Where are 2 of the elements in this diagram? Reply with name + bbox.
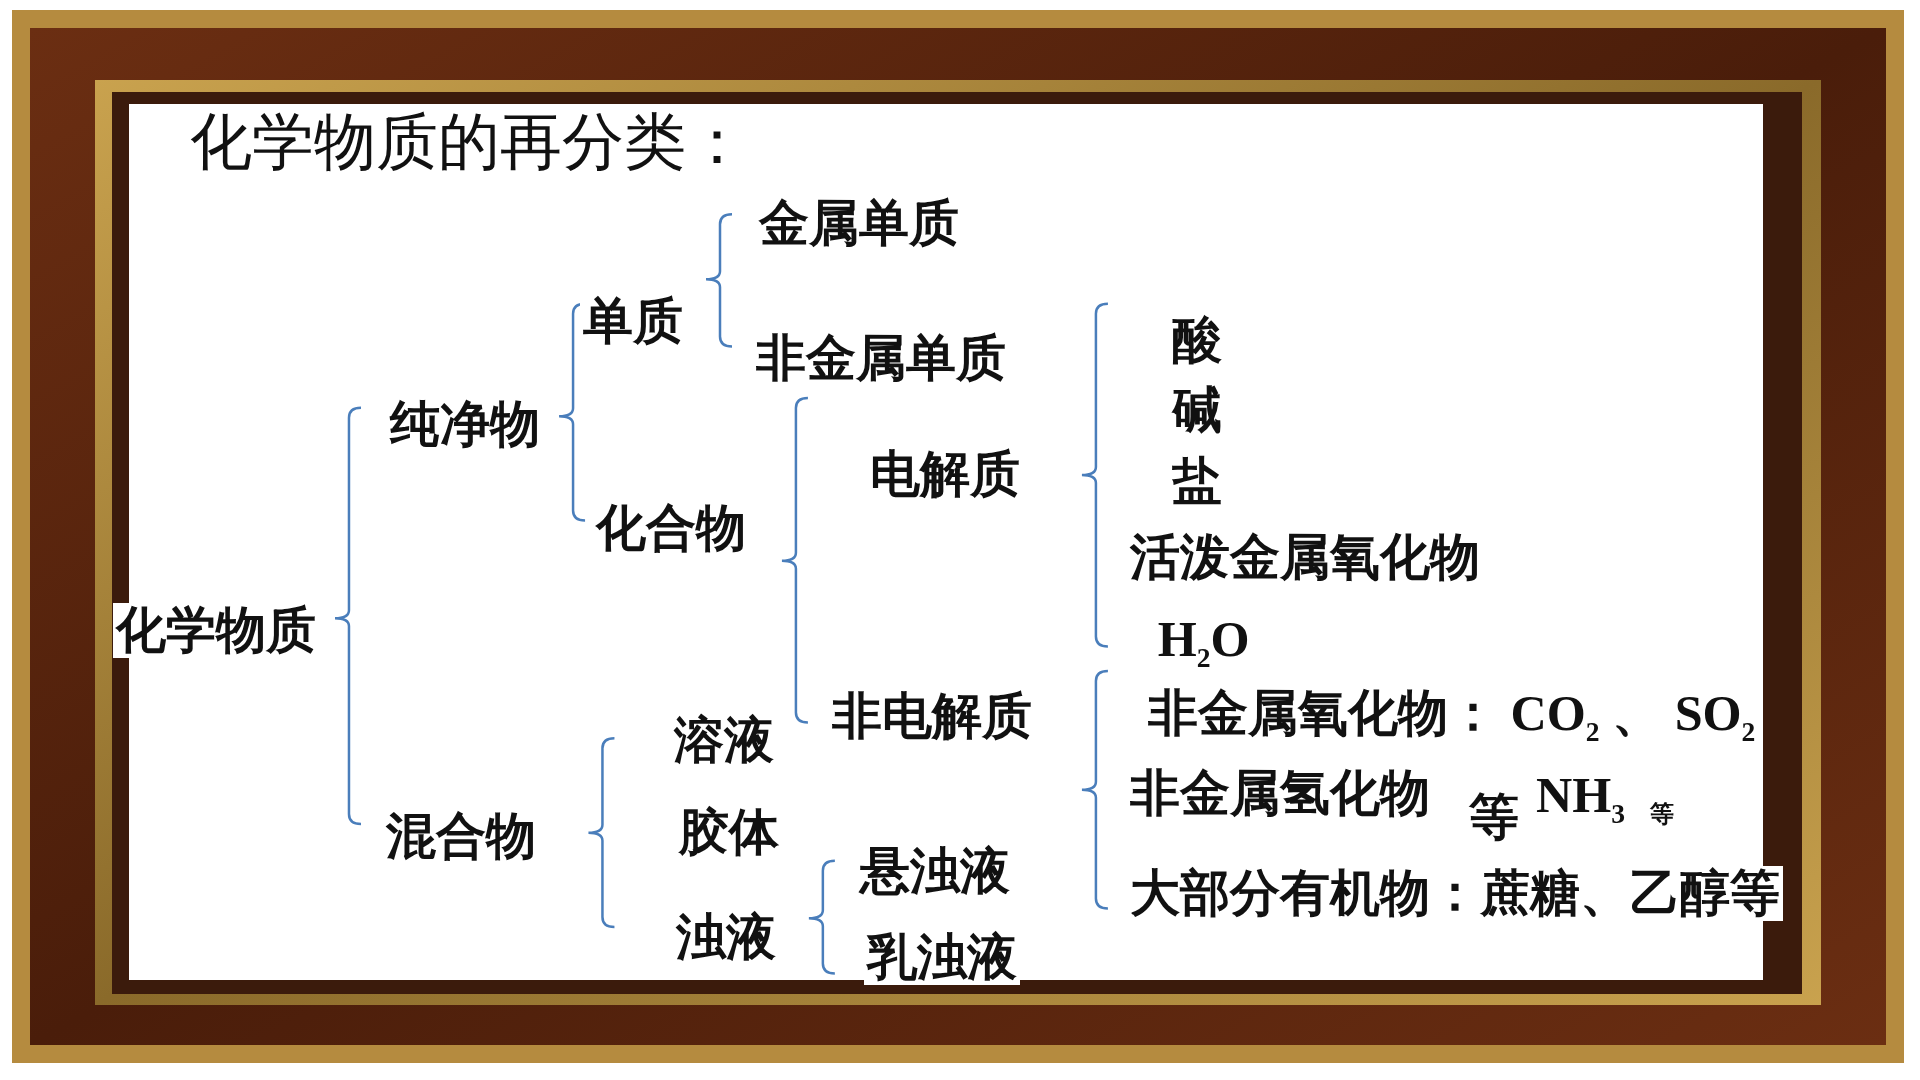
label-text: 乳浊液 <box>864 929 1021 986</box>
title: 化学物质的再分类： <box>189 108 748 177</box>
